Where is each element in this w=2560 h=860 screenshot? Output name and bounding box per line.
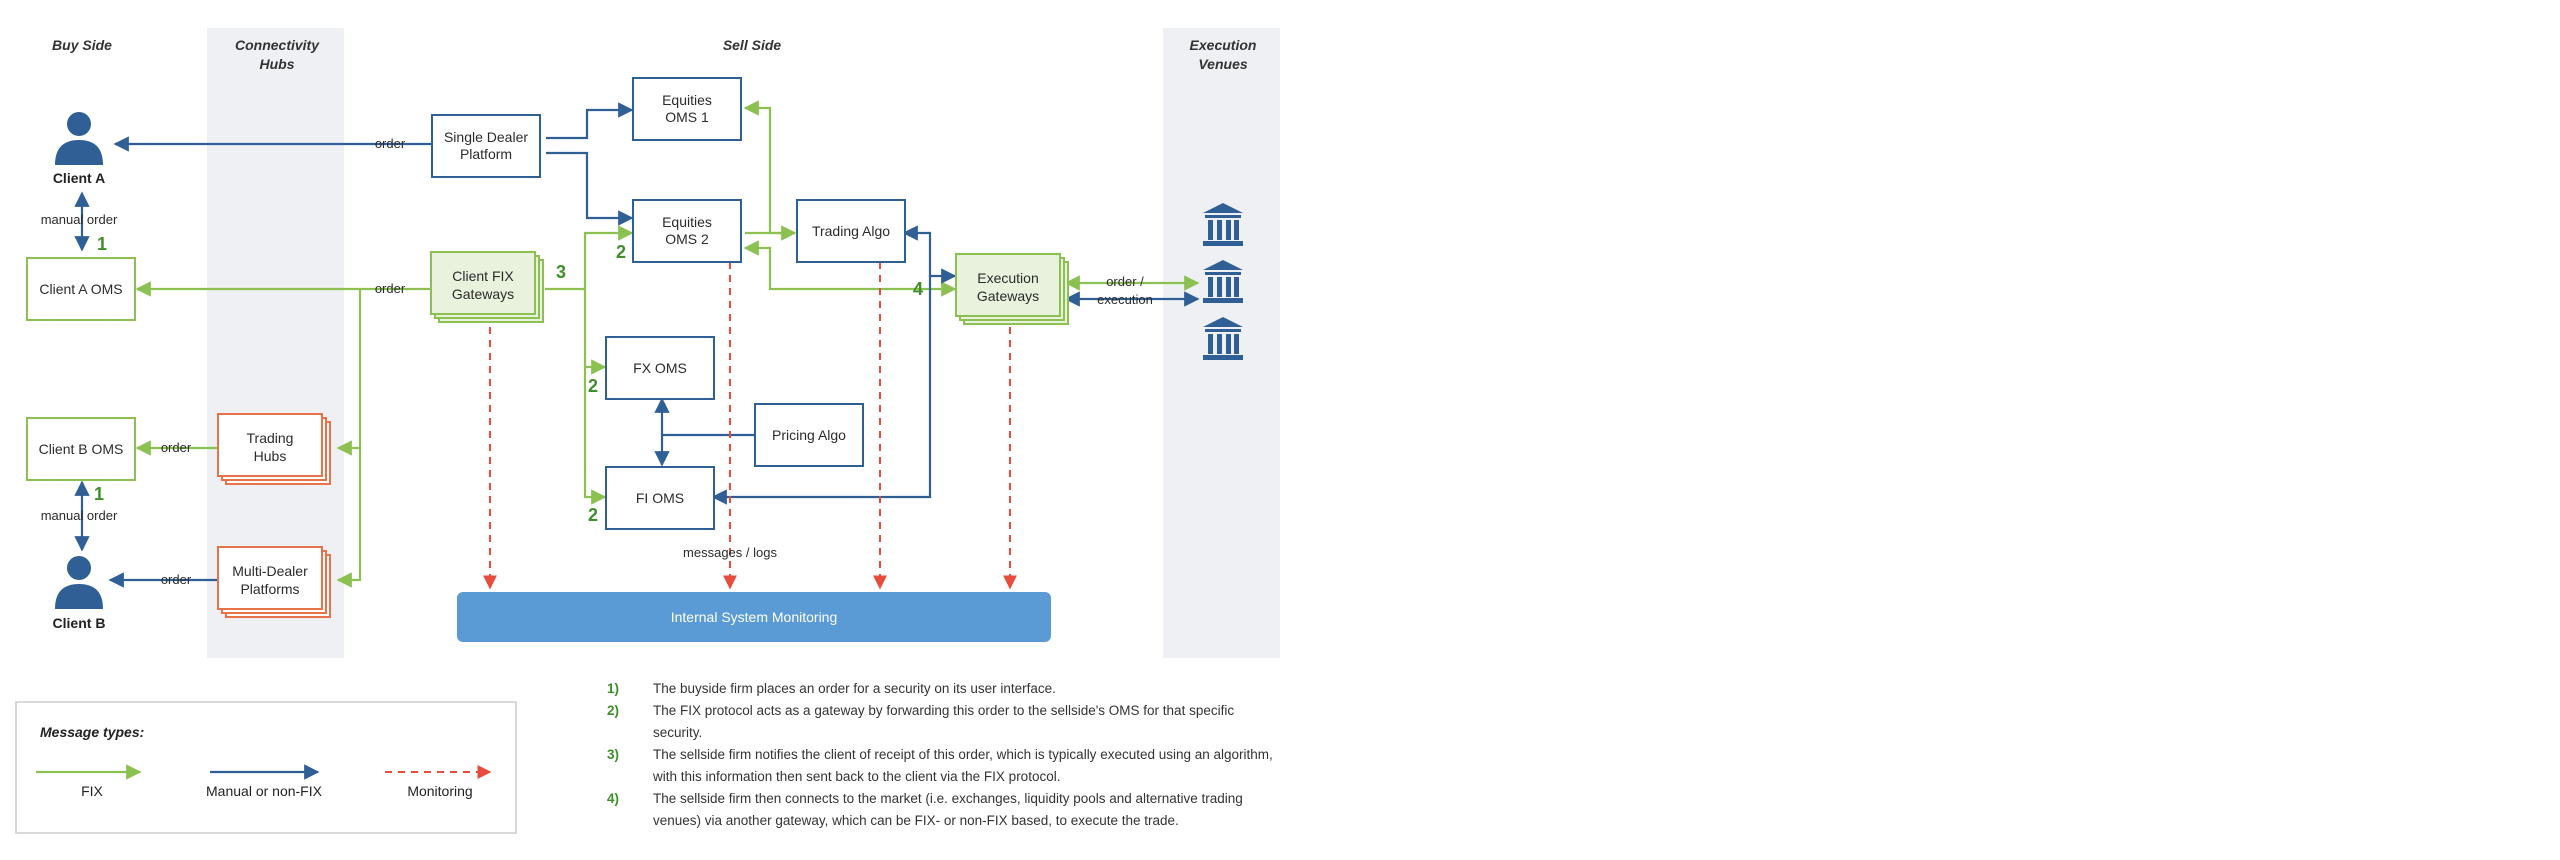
note-item: 2) The FIX protocol acts as a gateway by…	[607, 700, 1277, 744]
order-execution-label: order /	[1106, 274, 1144, 289]
execution-gateways-node: Execution Gateways	[955, 253, 1069, 325]
fix-to-equities-2-edge	[545, 225, 634, 291]
order-label-client-b: order	[161, 572, 192, 587]
client-b-person-icon	[55, 556, 103, 609]
bank-icon	[1203, 317, 1243, 360]
legend: Message types: FIX Manual or non-FIX Mon…	[15, 701, 517, 834]
note-item: 1) The buyside firm places an order for …	[607, 678, 1277, 700]
step-3-number: 3	[556, 262, 566, 282]
client-fix-label: Client FIX	[452, 268, 514, 284]
trading-hubs-label-line2: Hubs	[254, 448, 287, 464]
client-fix-label-line2: Gateways	[452, 286, 514, 302]
step-1-a-number: 1	[97, 234, 107, 254]
client-fix-gateways-node: Client FIX Gateways	[430, 251, 544, 323]
connectivity-hubs-header-line2: Hubs	[260, 56, 295, 72]
note-item: 3) The sellside firm notifies the client…	[607, 744, 1277, 788]
client-b-label: Client B	[53, 615, 106, 631]
execution-gateways-label-line2: Gateways	[977, 288, 1039, 304]
pricing-algo-box	[754, 403, 864, 467]
sdp-to-equities-2-edge	[546, 151, 634, 226]
step-4-number: 4	[913, 279, 923, 299]
client-a-person-icon	[55, 112, 103, 165]
note-number: 1)	[607, 681, 620, 696]
equities-1-to-algo-edge	[743, 100, 797, 241]
note-number: 4)	[607, 791, 620, 806]
pricing-algo-label: Pricing Algo	[772, 427, 846, 443]
trading-hubs-node: Trading Hubs	[217, 413, 331, 485]
bank-icon	[1203, 203, 1243, 246]
client-b-oms-label: Client B OMS	[39, 441, 124, 457]
legend-box	[15, 701, 517, 834]
sdp-label-line2: Platform	[460, 146, 512, 162]
order-label-client-a-oms: order	[375, 281, 406, 296]
internal-monitoring-bar	[457, 592, 1051, 642]
fx-oms-box	[605, 336, 715, 400]
equities-oms-1-box	[632, 77, 742, 141]
connectors	[74, 100, 1200, 588]
equities-oms-2-label-line2: OMS 2	[665, 231, 709, 247]
note-text: The sellside firm then connects to the m…	[653, 791, 1243, 828]
legend-fix-label: FIX	[81, 783, 103, 799]
fix-to-fi-oms-edge	[583, 367, 607, 505]
buy-side-header: Buy Side	[52, 37, 112, 53]
fx-oms-label: FX OMS	[633, 360, 687, 376]
internal-monitoring-label: Internal System Monitoring	[671, 609, 838, 625]
trading-algo-label: Trading Algo	[812, 223, 890, 239]
bank-icon	[1203, 260, 1243, 303]
equities-2-to-execution-edge	[743, 240, 957, 297]
step-2-equities-number: 2	[616, 242, 626, 262]
execution-venues-header-line2: Venues	[1198, 56, 1247, 72]
step-2-fx-number: 2	[588, 376, 598, 396]
order-label-client-a: order	[375, 136, 406, 151]
manual-order-b-label: manual order	[41, 508, 118, 523]
equities-oms-1-label-line2: OMS 1	[665, 109, 709, 125]
equities-oms-2-box	[632, 199, 742, 263]
notes-list: 1) The buyside firm places an order for …	[607, 678, 1277, 832]
step-2-fi-number: 2	[588, 505, 598, 525]
client-a-label: Client A	[53, 170, 105, 186]
trading-algo-box	[796, 199, 906, 263]
trading-hubs-label: Trading	[247, 430, 294, 446]
note-number: 2)	[607, 703, 620, 718]
client-a-oms-label: Client A OMS	[39, 281, 122, 297]
sdp-label: Single Dealer	[444, 129, 528, 145]
note-number: 3)	[607, 747, 620, 762]
multi-dealer-label-line2: Platforms	[240, 581, 299, 597]
fi-oms-box	[605, 466, 715, 530]
note-text: The FIX protocol acts as a gateway by fo…	[653, 703, 1235, 740]
execution-venues-header: Execution	[1190, 37, 1257, 53]
note-item: 4) The sellside firm then connects to th…	[607, 788, 1277, 832]
equities-oms-2-label: Equities	[662, 214, 712, 230]
sell-side-header: Sell Side	[723, 37, 782, 53]
step-1-b-number: 1	[94, 484, 104, 504]
legend-title: Message types:	[40, 724, 144, 740]
monitoring-edges	[483, 262, 1017, 590]
equities-oms-1-label: Equities	[662, 92, 712, 108]
messages-logs-label: messages / logs	[683, 545, 777, 560]
legend-monitoring-label: Monitoring	[407, 783, 472, 799]
connectivity-hubs-header: Connectivity	[235, 37, 320, 53]
single-dealer-platform-box	[431, 114, 541, 178]
fix-to-fx-oms-edge	[583, 289, 607, 375]
note-text: The buyside firm places an order for a s…	[653, 681, 1056, 696]
multi-dealer-platforms-node: Multi-Dealer Platforms	[217, 546, 331, 618]
sdp-to-equities-1-edge	[546, 102, 634, 140]
algo-to-execution-edge	[902, 225, 957, 284]
execution-gateways-label: Execution	[977, 270, 1038, 286]
note-text: The sellside firm notifies the client of…	[653, 747, 1273, 784]
execution-to-fi-oms-edge	[711, 276, 932, 505]
client-a-oms-box	[26, 257, 136, 321]
fix-workflow-diagram: Buy Side Connectivity Hubs Sell Side Exe…	[15, 28, 1280, 834]
fi-oms-label: FI OMS	[636, 490, 684, 506]
fix-to-hubs-edge	[336, 289, 362, 588]
legend-manual-label: Manual or non-FIX	[206, 783, 323, 799]
multi-dealer-label: Multi-Dealer	[232, 563, 308, 579]
order-label-client-b-oms: order	[161, 440, 192, 455]
manual-order-a-label: manual order	[41, 212, 118, 227]
client-b-oms-box	[26, 417, 136, 481]
order-execution-label-line2: execution	[1097, 292, 1153, 307]
